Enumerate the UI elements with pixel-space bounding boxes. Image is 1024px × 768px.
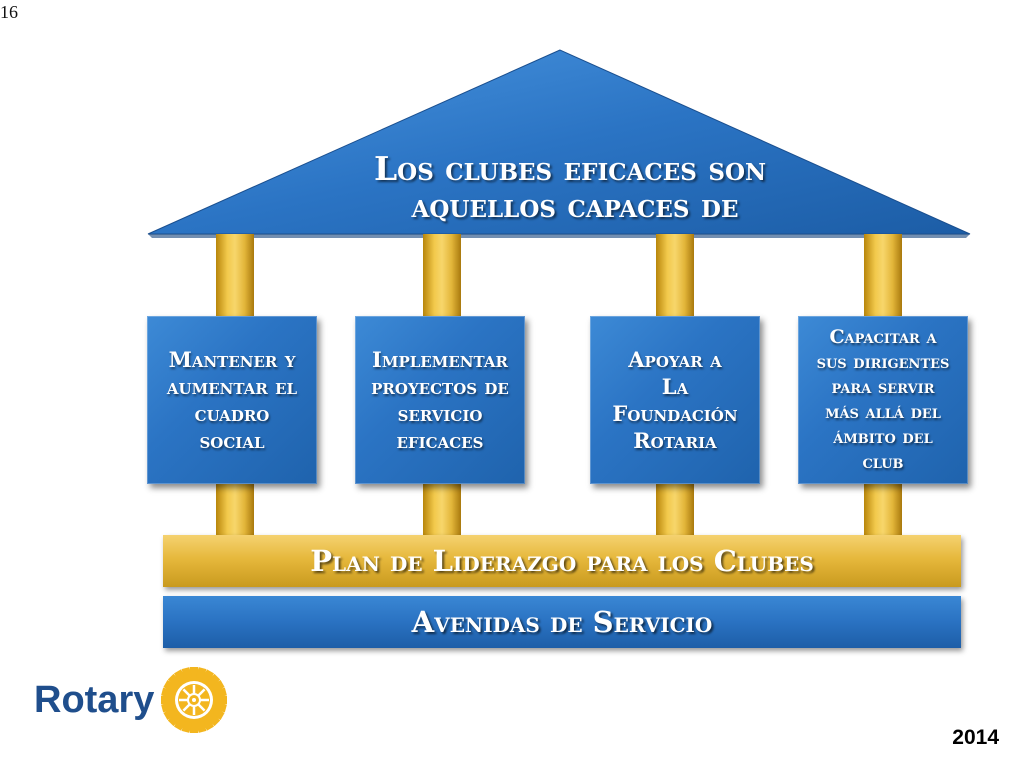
- leadership-plan-beam: Plan de Liderazgo para los Clubes: [163, 535, 961, 587]
- roof-title-line-1: Los clubes eficaces son: [373, 149, 767, 188]
- pillar-block-membership: Mantener y aumentar el cuadro social: [147, 316, 317, 484]
- rotary-wheel-icon: [161, 667, 228, 733]
- rotary-wordmark: Rotary: [34, 678, 155, 721]
- column-1-upper: [216, 234, 254, 316]
- rotary-logo: Rotary: [34, 664, 228, 736]
- column-2-lower: [423, 484, 461, 536]
- column-1-lower: [216, 484, 254, 536]
- pillar-block-service-projects: Implementar proyectos de servicio eficac…: [355, 316, 525, 484]
- avenues-of-service-label: Avenidas de Servicio: [411, 605, 713, 639]
- pillar-block-foundation: Apoyar a La Foundación Rotaria: [590, 316, 760, 484]
- year-label: 2014: [952, 726, 999, 749]
- column-4-upper: [864, 234, 902, 316]
- column-3-upper: [656, 234, 694, 316]
- pillar-label: Implementar proyectos de servicio eficac…: [371, 347, 509, 453]
- page-number: 16: [0, 2, 18, 22]
- leadership-plan-label: Plan de Liderazgo para los Clubes: [310, 544, 814, 578]
- roof-title: Los clubes eficaces son aquellos capaces…: [300, 150, 840, 224]
- roof-title-line-2: aquellos capaces de: [411, 186, 739, 225]
- pillar-label: Capacitar a sus dirigentes para servir m…: [816, 326, 950, 473]
- pillar-label: Mantener y aumentar el cuadro social: [166, 347, 298, 453]
- column-4-lower: [864, 484, 902, 536]
- pillar-label: Apoyar a La Foundación Rotaria: [612, 347, 738, 453]
- column-3-lower: [656, 484, 694, 536]
- column-2-upper: [423, 234, 461, 316]
- pillar-block-leaders: Capacitar a sus dirigentes para servir m…: [798, 316, 968, 484]
- avenues-of-service-beam: Avenidas de Servicio: [163, 596, 961, 648]
